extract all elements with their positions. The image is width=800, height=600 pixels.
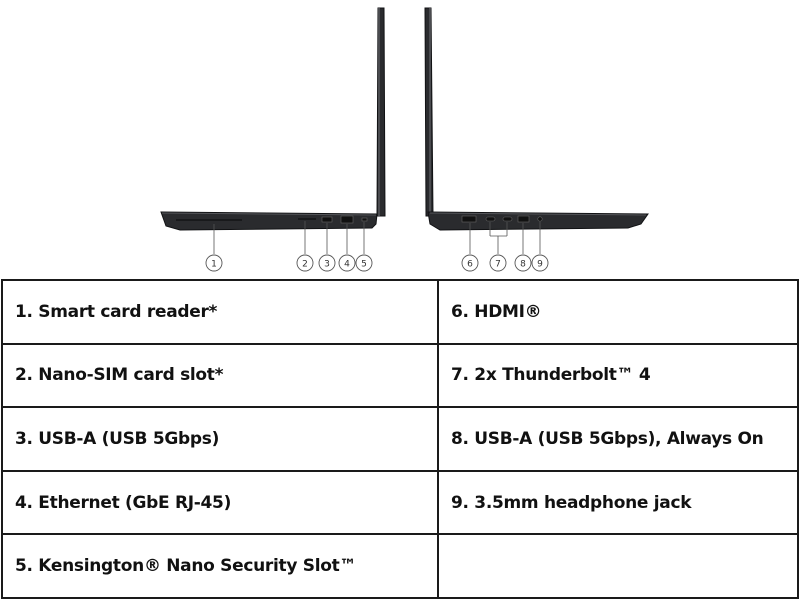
callout-8: 8 [520, 260, 526, 270]
port-label-5: 5. Kensington® Nano Security Slot™ [1, 533, 439, 599]
callout-5: 5 [361, 260, 367, 270]
callout-markers [205, 254, 549, 272]
smart-card-reader-slot [176, 219, 242, 221]
empty-cell [437, 533, 799, 599]
nano-sim-slot [298, 218, 316, 220]
usb-a-port-left [321, 216, 333, 223]
port-label-3: 3. USB-A (USB 5Gbps) [1, 406, 439, 472]
port-label-1: 1. Smart card reader* [1, 279, 439, 345]
callout-2: 2 [302, 260, 308, 270]
callout-7: 7 [495, 260, 501, 270]
port-label-4: 4. Ethernet (GbE RJ-45) [1, 469, 439, 536]
ports-legend-table: 1. Smart card reader* 6. HDMI® 2. Nano-S… [1, 279, 799, 599]
port-label-6: 6. HDMI® [437, 279, 799, 345]
hdmi-port [461, 215, 477, 223]
callout-9: 9 [537, 260, 543, 270]
port-label-2: 2. Nano-SIM card slot* [1, 342, 439, 409]
port-label-9: 9. 3.5mm headphone jack [437, 469, 799, 536]
thunderbolt-port-1 [485, 216, 496, 222]
thunderbolt-port-2 [502, 216, 513, 222]
table-row: 4. Ethernet (GbE RJ-45) 9. 3.5mm headpho… [1, 469, 799, 536]
usb-a-port-right [517, 215, 530, 223]
laptop-right-side-view [424, 7, 649, 231]
callout-6: 6 [467, 260, 473, 270]
callout-4: 4 [344, 260, 350, 270]
table-row: 5. Kensington® Nano Security Slot™ [1, 533, 799, 599]
laptop-left-side-view [160, 7, 386, 231]
table-row: 1. Smart card reader* 6. HDMI® [1, 279, 799, 345]
port-label-8: 8. USB-A (USB 5Gbps), Always On [437, 406, 799, 472]
callout-3: 3 [324, 260, 330, 270]
table-row: 2. Nano-SIM card slot* 7. 2x Thunderbolt… [1, 342, 799, 409]
headphone-jack [537, 216, 543, 222]
ethernet-port [340, 215, 354, 224]
table-row: 3. USB-A (USB 5Gbps) 8. USB-A (USB 5Gbps… [1, 406, 799, 472]
kensington-slot [361, 217, 368, 222]
port-label-7: 7. 2x Thunderbolt™ 4 [437, 342, 799, 409]
callout-lines [213, 221, 541, 254]
callout-1: 1 [211, 260, 217, 270]
laptop-side-views-diagram: 1 2 3 4 5 6 7 8 9 [160, 7, 649, 272]
